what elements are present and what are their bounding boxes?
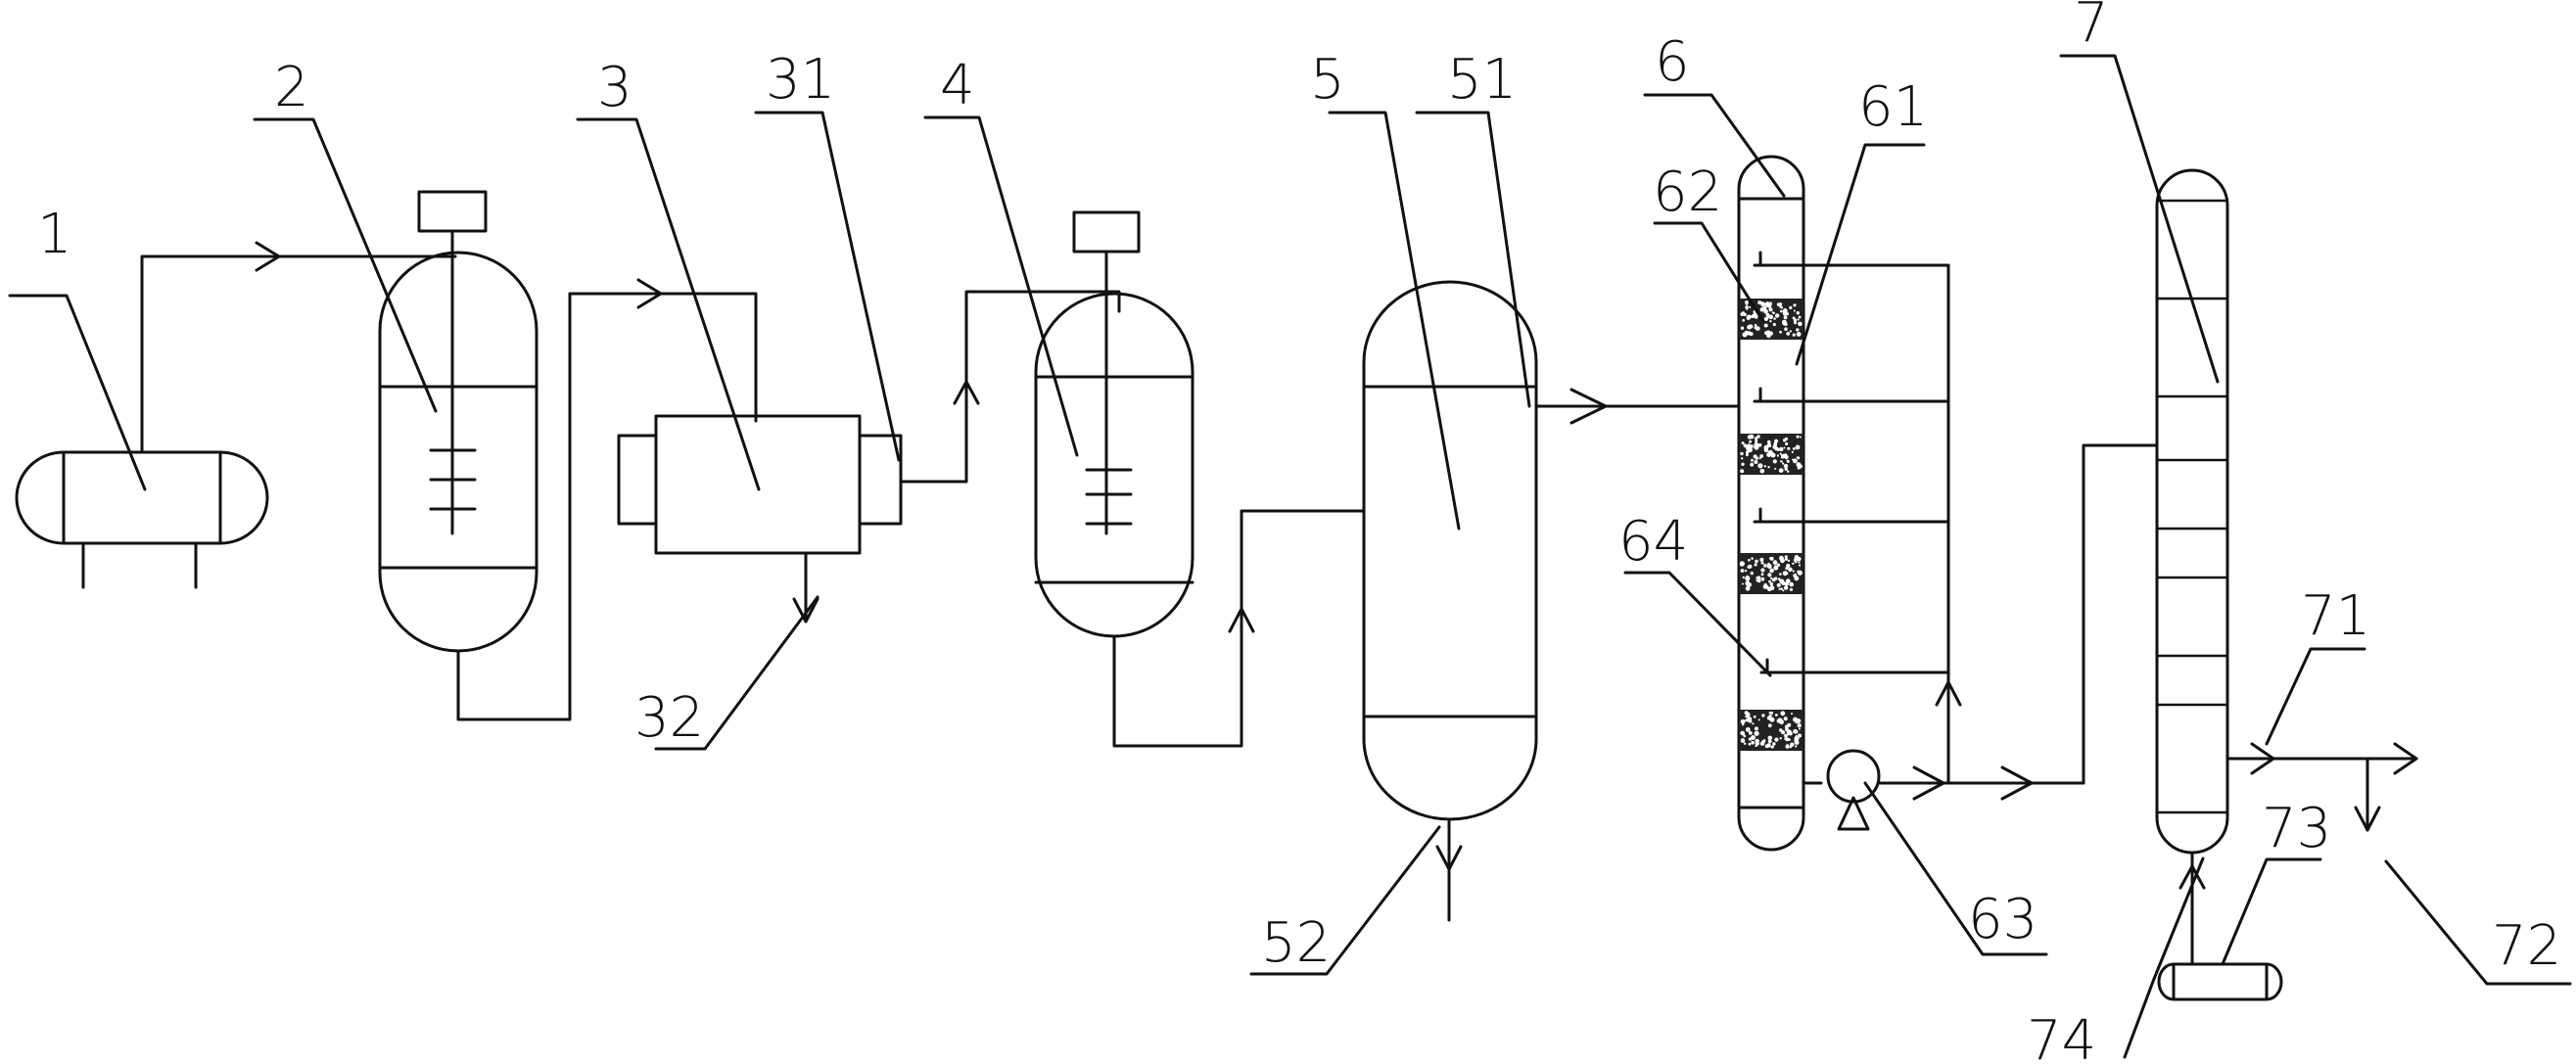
pipe-column6-to-column7 bbox=[2000, 443, 2159, 801]
label-6: 6 bbox=[1655, 30, 1690, 94]
reactor-4 bbox=[1034, 210, 1194, 638]
label-71: 71 bbox=[2301, 584, 2370, 648]
label-3: 3 bbox=[597, 56, 632, 119]
label-63: 63 bbox=[1968, 888, 2037, 951]
label-1: 1 bbox=[37, 203, 72, 266]
unit-3 bbox=[617, 414, 903, 624]
vessel-5 bbox=[1362, 280, 1538, 922]
label-73: 73 bbox=[2262, 797, 2331, 860]
labels: 1 2 3 31 32 4 5 51 52 6 61 62 63 64 7 71… bbox=[37, 0, 2561, 1064]
label-32: 32 bbox=[634, 686, 704, 750]
pipe-reactor2-to-unit3 bbox=[456, 278, 758, 721]
pipe-unit3-to-reactor4 bbox=[899, 290, 1121, 484]
label-51: 51 bbox=[1447, 48, 1517, 112]
label-2: 2 bbox=[274, 56, 309, 119]
column-6 bbox=[1737, 155, 2085, 852]
pipe-reactor4-to-vessel5 bbox=[1112, 509, 1366, 748]
label-31: 31 bbox=[766, 48, 835, 112]
label-74: 74 bbox=[2027, 1009, 2096, 1064]
pipe-vessel5-to-column6 bbox=[1534, 388, 1741, 425]
label-52: 52 bbox=[1261, 911, 1331, 975]
reactor-2 bbox=[378, 190, 539, 653]
label-7: 7 bbox=[2074, 0, 2109, 55]
column-7 bbox=[2155, 168, 2418, 1001]
leader-lines bbox=[8, 54, 2572, 1059]
label-61: 61 bbox=[1858, 75, 1928, 139]
pump-63 bbox=[1802, 749, 2085, 831]
label-5: 5 bbox=[1310, 48, 1345, 112]
label-62: 62 bbox=[1653, 161, 1722, 224]
label-4: 4 bbox=[940, 54, 975, 117]
feed-tank-1 bbox=[15, 450, 269, 589]
packing-beds bbox=[1739, 299, 1803, 751]
label-72: 72 bbox=[2492, 914, 2561, 978]
label-64: 64 bbox=[1618, 510, 1688, 574]
pipe-tank1-to-reactor2 bbox=[140, 241, 457, 454]
